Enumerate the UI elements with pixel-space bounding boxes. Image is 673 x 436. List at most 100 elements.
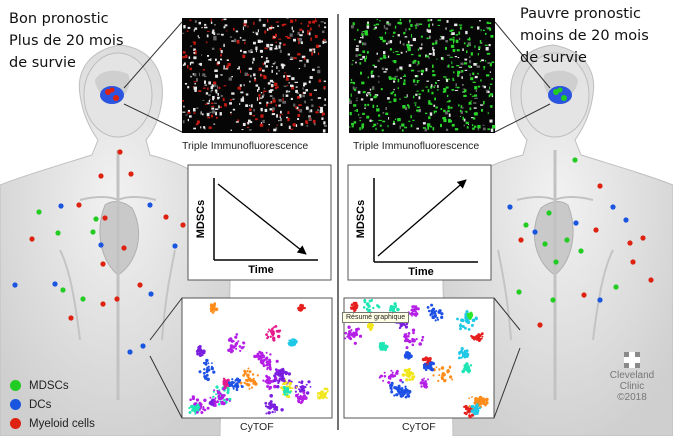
cytof-event — [435, 366, 438, 368]
micrograph-speck — [223, 85, 227, 87]
micrograph-speck — [275, 21, 280, 23]
micrograph-speck — [460, 115, 462, 117]
micrograph-speck — [313, 123, 316, 126]
myeloid-cell-dot — [593, 227, 599, 233]
cytof-event — [356, 327, 360, 331]
micrograph-speck — [310, 99, 313, 101]
micrograph-speck — [262, 69, 265, 72]
cytof-event — [391, 371, 394, 374]
cytof-event — [458, 353, 461, 356]
cytof-event — [446, 369, 450, 373]
micrograph-speck — [215, 58, 217, 61]
right-plot-xlabel: Time — [408, 266, 433, 278]
micrograph-speck — [324, 26, 327, 29]
micrograph-speck — [387, 124, 389, 128]
micrograph-speck — [351, 25, 354, 29]
micrograph-speck — [231, 40, 234, 42]
cytof-event — [391, 308, 395, 312]
cytof-event — [378, 345, 382, 348]
micrograph-speck — [426, 28, 428, 33]
micrograph-speck — [401, 129, 404, 132]
micrograph-speck — [440, 36, 441, 38]
micrograph-speck — [204, 23, 207, 26]
cytof-event — [390, 369, 393, 372]
micrograph-speck — [248, 129, 252, 131]
micrograph-speck — [233, 28, 235, 31]
cytof-event — [418, 342, 423, 346]
cytof-event — [235, 333, 239, 336]
cytof-event — [326, 397, 328, 399]
myeloid-cell-dot — [137, 282, 143, 288]
cytof-event — [464, 313, 468, 316]
cytof-event — [267, 331, 269, 333]
cytof-event — [347, 325, 351, 329]
micrograph-speck — [460, 62, 464, 65]
micrograph-speck — [211, 105, 215, 108]
cytof-event — [377, 305, 381, 309]
cytof-event — [209, 396, 212, 399]
micrograph-speck — [254, 31, 257, 35]
cytof-event — [467, 317, 470, 320]
left-connector-top — [149, 297, 183, 341]
micrograph-speck — [290, 19, 294, 23]
cytof-event — [459, 327, 462, 331]
cytof-event — [429, 313, 432, 316]
micrograph-speck — [449, 38, 453, 41]
micrograph-speck — [256, 97, 259, 101]
cytof-event — [407, 334, 410, 338]
micrograph-speck — [213, 35, 217, 39]
micrograph-speck — [247, 126, 249, 129]
micrograph-speck — [238, 66, 240, 70]
micrograph-speck — [311, 104, 314, 107]
micrograph-speck — [288, 82, 290, 84]
cytof-event — [264, 401, 268, 405]
micrograph-speck — [263, 75, 267, 80]
micrograph-speck — [407, 40, 410, 44]
micrograph-speck — [480, 42, 483, 44]
micrograph-speck — [432, 50, 435, 54]
micrograph-speck — [449, 30, 453, 32]
micrograph-speck — [399, 22, 402, 24]
micrograph-speck — [245, 104, 249, 107]
micrograph-speck — [187, 86, 190, 89]
micrograph-speck — [205, 41, 208, 44]
micrograph-speck — [399, 18, 402, 22]
cytof-event — [399, 378, 403, 382]
mdsc-cell-dot — [546, 210, 552, 216]
cytof-event — [231, 378, 234, 381]
cytof-event — [246, 373, 250, 378]
micrograph-speck — [450, 29, 454, 32]
micrograph-speck — [455, 39, 459, 43]
cytof-event — [407, 394, 411, 398]
cytof-event — [288, 379, 291, 383]
micrograph-speck — [451, 32, 455, 35]
micrograph-speck — [313, 89, 317, 91]
micrograph-speck — [260, 114, 264, 118]
micrograph-speck — [399, 40, 401, 44]
cytof-event — [464, 317, 467, 320]
micrograph-speck — [468, 101, 472, 105]
cytof-event — [404, 335, 408, 339]
cytof-event — [280, 375, 283, 378]
cytof-event — [207, 365, 210, 368]
micrograph-speck — [324, 98, 326, 101]
micrograph-speck — [481, 59, 484, 62]
cytof-event — [275, 359, 279, 363]
micrograph-speck — [218, 86, 221, 89]
micrograph-speck — [356, 109, 358, 112]
cytof-event — [268, 358, 272, 362]
micrograph-speck — [197, 35, 199, 37]
micrograph-speck — [185, 114, 188, 116]
micrograph-speck — [474, 75, 478, 79]
micrograph-speck — [292, 30, 295, 33]
left-connector-bottom — [149, 355, 183, 419]
micrograph-speck — [428, 56, 430, 59]
micrograph-speck — [362, 91, 366, 94]
micrograph-speck — [217, 61, 220, 65]
micrograph-speck — [447, 64, 450, 68]
dc-cell-dot — [147, 202, 153, 208]
micrograph-speck — [432, 74, 436, 77]
mdsc-cell-dot — [553, 259, 559, 265]
micrograph-speck — [196, 78, 198, 82]
